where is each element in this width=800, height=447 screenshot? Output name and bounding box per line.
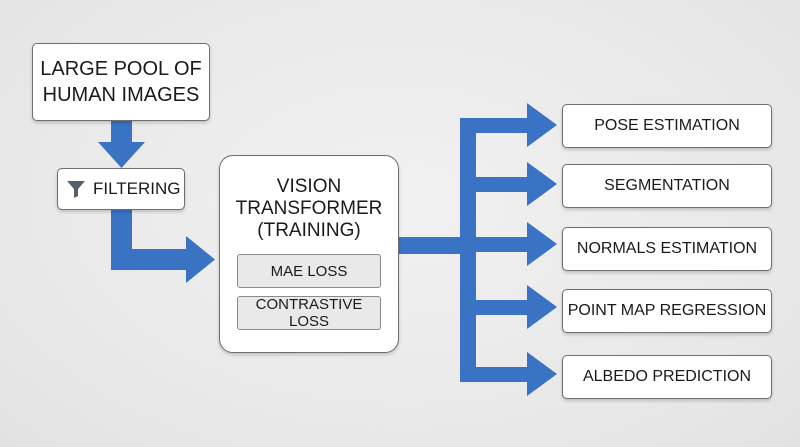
arrow-branch-albedo-head bbox=[527, 352, 557, 396]
task-albedo-prediction: ALBEDO PREDICTION bbox=[562, 355, 772, 399]
arrow-branch-segmentation-head bbox=[527, 162, 557, 206]
arrow-branch-normals-shaft bbox=[468, 237, 528, 252]
arrow-branch-albedo-shaft bbox=[460, 367, 528, 382]
arrow-branch-pose-shaft bbox=[460, 118, 528, 133]
task-segmentation: SEGMENTATION bbox=[562, 164, 772, 208]
arrow-input-to-filter-shaft bbox=[111, 121, 132, 143]
vision-transformer-node: VISION TRANSFORMER (TRAINING) MAE LOSS C… bbox=[219, 155, 399, 353]
task-label: NORMALS ESTIMATION bbox=[576, 240, 758, 257]
arrow-branch-pointmap-shaft bbox=[468, 300, 528, 315]
arrow-branch-normals-head bbox=[527, 222, 557, 266]
task-label: POINT MAP REGRESSION bbox=[567, 302, 767, 319]
arrow-filter-to-model-horizontal bbox=[111, 249, 187, 270]
mae-loss-node: MAE LOSS bbox=[237, 254, 381, 288]
filtering-node: FILTERING bbox=[57, 168, 185, 210]
task-normals-estimation: NORMALS ESTIMATION bbox=[562, 227, 772, 271]
arrow-branch-segmentation-shaft bbox=[468, 177, 528, 192]
input-images-label: LARGE POOL OF HUMAN IMAGES bbox=[40, 58, 202, 106]
vision-transformer-title: VISION TRANSFORMER (TRAINING) bbox=[235, 176, 383, 241]
arrow-branch-pointmap-head bbox=[527, 285, 557, 329]
task-label: SEGMENTATION bbox=[604, 177, 730, 194]
task-label: POSE ESTIMATION bbox=[594, 117, 740, 134]
funnel-icon bbox=[67, 181, 85, 198]
task-point-map-regression: POINT MAP REGRESSION bbox=[562, 289, 772, 333]
task-pose-estimation: POSE ESTIMATION bbox=[562, 104, 772, 148]
arrow-input-to-filter-head bbox=[98, 142, 145, 168]
arrow-branch-pose-head bbox=[527, 103, 557, 147]
contrastive-loss-node: CONTRASTIVE LOSS bbox=[237, 296, 381, 330]
filtering-label: FILTERING bbox=[93, 179, 181, 198]
arrow-filter-to-model-head bbox=[186, 236, 215, 283]
arrow-model-to-trunk bbox=[399, 237, 464, 254]
input-images-node: LARGE POOL OF HUMAN IMAGES bbox=[32, 43, 210, 121]
task-label: ALBEDO PREDICTION bbox=[582, 368, 752, 385]
